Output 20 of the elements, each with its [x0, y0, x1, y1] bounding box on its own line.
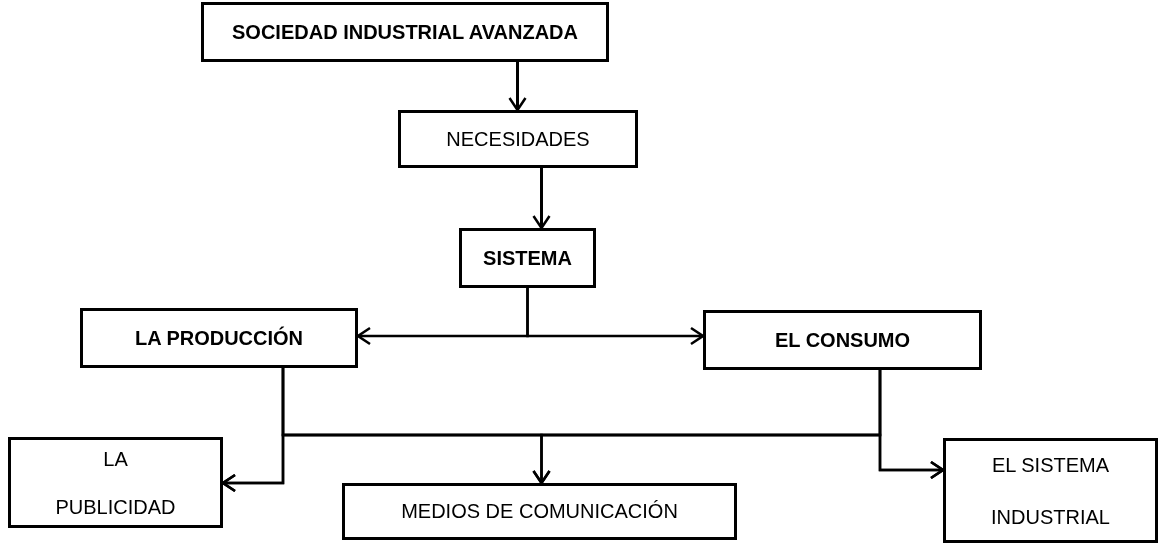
box-label: LA PUBLICIDAD: [54, 446, 177, 520]
process-box: [8, 437, 223, 528]
arrow: [508, 62, 527, 112]
arrow: [532, 168, 551, 230]
process-box: [201, 2, 609, 62]
process-box: [459, 228, 596, 288]
arrow: [526, 288, 705, 346]
process-box: [398, 110, 638, 168]
arrow: [878, 370, 945, 480]
box-label: MEDIOS DE COMUNICACIÓN: [401, 500, 678, 523]
process-box: [943, 438, 1158, 543]
box-label: SISTEMA: [483, 246, 572, 270]
box-label: NECESIDADES: [446, 127, 590, 151]
process-box: [80, 308, 358, 368]
process-box: [703, 310, 982, 370]
box-label: EL CONSUMO: [774, 328, 911, 352]
box-label: SOCIEDAD INDUSTRIAL AVANZADA: [232, 20, 578, 44]
box-label: EL SISTEMA INDUSTRIAL: [990, 452, 1111, 530]
box-label: LA PRODUCCIÓN: [134, 326, 304, 350]
process-box: [342, 483, 737, 540]
